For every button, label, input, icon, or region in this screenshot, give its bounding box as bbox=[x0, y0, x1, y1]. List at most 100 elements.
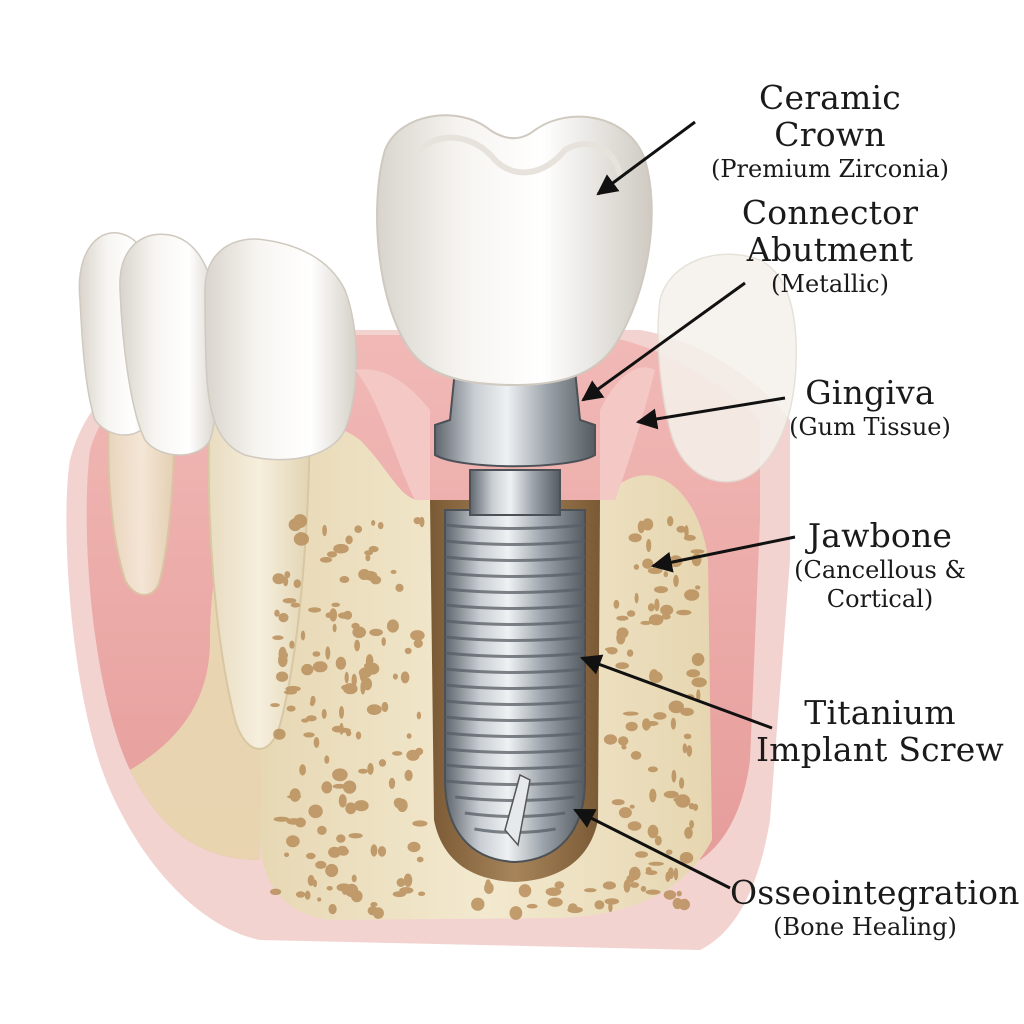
bone-pore bbox=[695, 585, 701, 590]
bone-pore bbox=[554, 881, 565, 889]
bone-pore bbox=[679, 852, 694, 864]
bone-pore bbox=[295, 891, 306, 898]
bone-pore bbox=[629, 866, 641, 881]
abutment-neck[interactable] bbox=[469, 469, 561, 516]
bone-pore bbox=[283, 576, 289, 587]
bone-pore bbox=[353, 800, 369, 812]
bone-pore bbox=[654, 598, 660, 612]
implant-thread bbox=[444, 635, 586, 642]
bone-pore bbox=[392, 751, 403, 756]
bone-pore bbox=[615, 662, 629, 670]
bone-pore bbox=[647, 567, 663, 574]
bone-pore bbox=[303, 732, 315, 738]
bone-pore bbox=[621, 745, 627, 750]
bone-pore bbox=[663, 890, 677, 900]
bone-pore bbox=[412, 820, 428, 827]
ceramic-crown[interactable] bbox=[376, 114, 653, 387]
bone-pore bbox=[663, 790, 679, 799]
implant-thread bbox=[444, 731, 586, 738]
label-osseo-title: Osseointegration bbox=[730, 873, 1020, 912]
bone-pore bbox=[272, 635, 284, 640]
bone-pore bbox=[667, 516, 674, 527]
bone-pore bbox=[295, 817, 306, 828]
label-abutment-title-2: Abutment bbox=[746, 229, 914, 269]
bone-pore bbox=[623, 879, 631, 893]
implant-thread bbox=[444, 523, 586, 530]
label-crown-sub: (Premium Zirconia) bbox=[711, 154, 949, 183]
bone-pore bbox=[676, 525, 686, 533]
label-jawbone: Jawbone (Cancellous & Cortical) bbox=[775, 517, 985, 613]
bone-pore bbox=[584, 888, 597, 893]
crown-occlusal-highlight bbox=[417, 134, 623, 178]
bone-pore bbox=[337, 845, 348, 851]
bone-pore bbox=[594, 900, 605, 910]
bone-pore bbox=[338, 794, 347, 808]
bone-pore bbox=[509, 906, 523, 920]
bone-pore bbox=[345, 535, 353, 545]
bone-pore bbox=[355, 731, 362, 740]
bone-pore bbox=[332, 768, 348, 782]
bone-pore bbox=[370, 902, 378, 907]
label-screw-title-1: Titanium bbox=[804, 693, 956, 732]
bone-pore bbox=[654, 586, 668, 594]
bone-pore bbox=[351, 673, 357, 687]
bone-pore bbox=[640, 620, 652, 625]
gum-socket-edge-right bbox=[600, 367, 655, 500]
bone-pore bbox=[396, 878, 406, 887]
implant-thread bbox=[444, 539, 586, 546]
bone-pore bbox=[407, 841, 421, 853]
bone-pore bbox=[675, 794, 691, 808]
connector-abutment[interactable] bbox=[434, 369, 596, 468]
bone-pore bbox=[395, 583, 404, 592]
bone-pore bbox=[297, 532, 303, 537]
bone-pore bbox=[484, 882, 494, 894]
bone-pore bbox=[642, 558, 654, 569]
bone-pore bbox=[345, 802, 357, 815]
bone-pore bbox=[284, 571, 291, 579]
bone-pore bbox=[645, 889, 661, 895]
bone-pore bbox=[274, 609, 280, 617]
titanium-implant-screw[interactable] bbox=[444, 509, 586, 864]
bone-pore bbox=[289, 640, 295, 649]
label-osseo-sub: (Bone Healing) bbox=[773, 912, 957, 941]
bone-pore bbox=[325, 863, 339, 878]
bone-pore bbox=[618, 736, 629, 746]
bone-pore bbox=[381, 637, 386, 647]
arrow-crown bbox=[596, 120, 696, 196]
bone-pore bbox=[342, 888, 348, 895]
bone-pore bbox=[352, 626, 367, 639]
bone-pore bbox=[309, 700, 315, 707]
bone-pore bbox=[331, 602, 341, 607]
bone-pore bbox=[642, 718, 651, 731]
bone-pore bbox=[300, 630, 306, 641]
bone-pore bbox=[354, 525, 363, 533]
bone-pore bbox=[269, 888, 282, 895]
bone-pore bbox=[326, 551, 338, 558]
bone-pore bbox=[336, 834, 346, 843]
implant-thread bbox=[444, 651, 586, 658]
bone-pore bbox=[329, 608, 338, 622]
bone-pore bbox=[676, 609, 692, 616]
bone-pore bbox=[545, 887, 562, 896]
bone-pore bbox=[282, 598, 297, 604]
bone-pore bbox=[369, 628, 383, 637]
bone-pore bbox=[288, 518, 302, 532]
bone-pore bbox=[696, 689, 701, 702]
bone-pore bbox=[634, 592, 639, 604]
bone-pore bbox=[306, 715, 317, 722]
bone-pore bbox=[410, 630, 425, 641]
bone-pore bbox=[568, 903, 578, 913]
bone-pore bbox=[344, 883, 359, 898]
bone-pore bbox=[648, 861, 664, 866]
bone-pore bbox=[308, 607, 322, 613]
bone-pore bbox=[362, 677, 373, 691]
bone-pore bbox=[313, 737, 320, 748]
bone-pore bbox=[646, 538, 652, 553]
bone-pore bbox=[335, 656, 347, 670]
bone-pore bbox=[691, 677, 707, 688]
label-crown-title: Ceramic Crown bbox=[759, 78, 901, 154]
bone-pore bbox=[416, 711, 422, 720]
implant-thread bbox=[445, 779, 585, 786]
label-jawbone-sub-2: Cortical) bbox=[826, 584, 934, 613]
